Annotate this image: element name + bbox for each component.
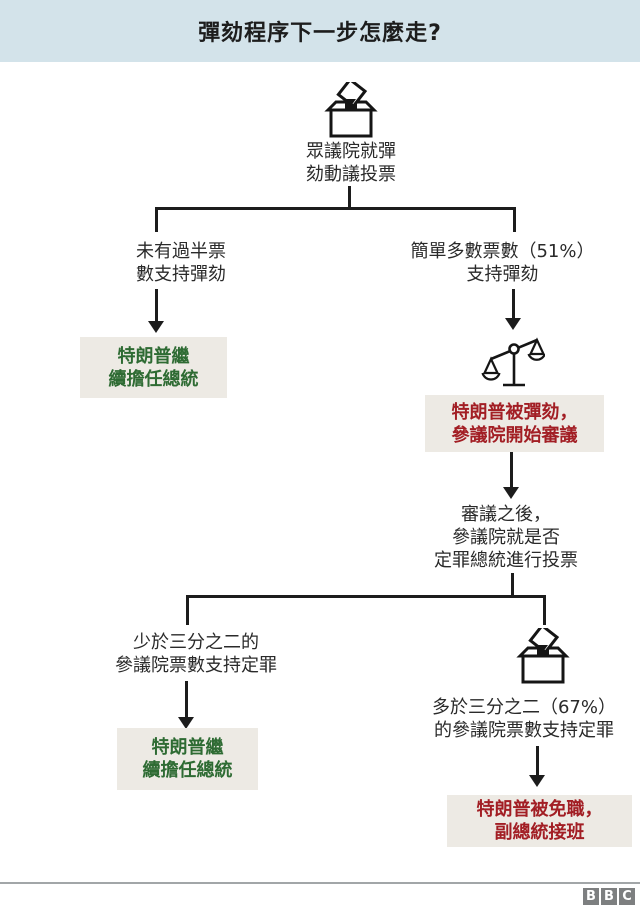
connector-line: [512, 289, 515, 319]
connector-line: [510, 452, 513, 488]
connector-line: [543, 595, 546, 625]
connector-line: [185, 681, 188, 718]
connector-line: [348, 186, 351, 210]
arrow-down-icon: [178, 717, 194, 729]
condition-senate-under-two-thirds: 少於三分之二的 參議院票數支持定罪: [115, 632, 277, 676]
bbc-logo-block: B: [601, 888, 617, 905]
connector-line: [511, 573, 514, 598]
scales-icon: [481, 331, 547, 397]
outcome-trump-remains-2: 特朗普繼 續擔任總統: [117, 728, 258, 790]
outcome-trump-removed: 特朗普被免職， 副總統接班: [447, 795, 632, 847]
arrow-down-icon: [529, 775, 545, 787]
bbc-logo-block: B: [583, 888, 599, 905]
footer-divider: [0, 882, 640, 884]
page-title: 彈劾程序下一步怎麼走?: [198, 21, 442, 46]
condition-house-no-majority: 未有過半票 數支持彈劾: [136, 241, 226, 285]
header: 彈劾程序下一步怎麼走?: [0, 0, 640, 62]
bbc-logo-block: C: [619, 888, 635, 905]
outcome-trump-remains-1: 特朗普繼 續擔任總統: [80, 337, 227, 398]
connector-line: [536, 746, 539, 776]
connector-line: [155, 207, 158, 232]
bbc-logo: B B C: [583, 888, 635, 905]
ballot-box-icon: [516, 623, 570, 690]
connector-line: [155, 207, 516, 210]
senate-vote-step-label: 審議之後， 參議院就是否 定罪總統進行投票: [434, 504, 578, 571]
ballot-box-icon: [324, 77, 378, 144]
connector-line: [155, 289, 158, 322]
connector-line: [186, 595, 546, 598]
start-step-label: 眾議院就彈 劾動議投票: [306, 141, 396, 185]
connector-line: [513, 207, 516, 232]
outcome-trump-impeached: 特朗普被彈劾， 參議院開始審議: [425, 395, 604, 452]
arrow-down-icon: [148, 321, 164, 333]
arrow-down-icon: [503, 487, 519, 499]
condition-house-simple-majority: 簡單多數票數（51%） 支持彈劾: [410, 241, 595, 285]
connector-line: [186, 595, 189, 625]
condition-senate-two-thirds: 多於三分之二（67%） 的參議院票數支持定罪: [431, 697, 616, 741]
arrow-down-icon: [505, 318, 521, 330]
